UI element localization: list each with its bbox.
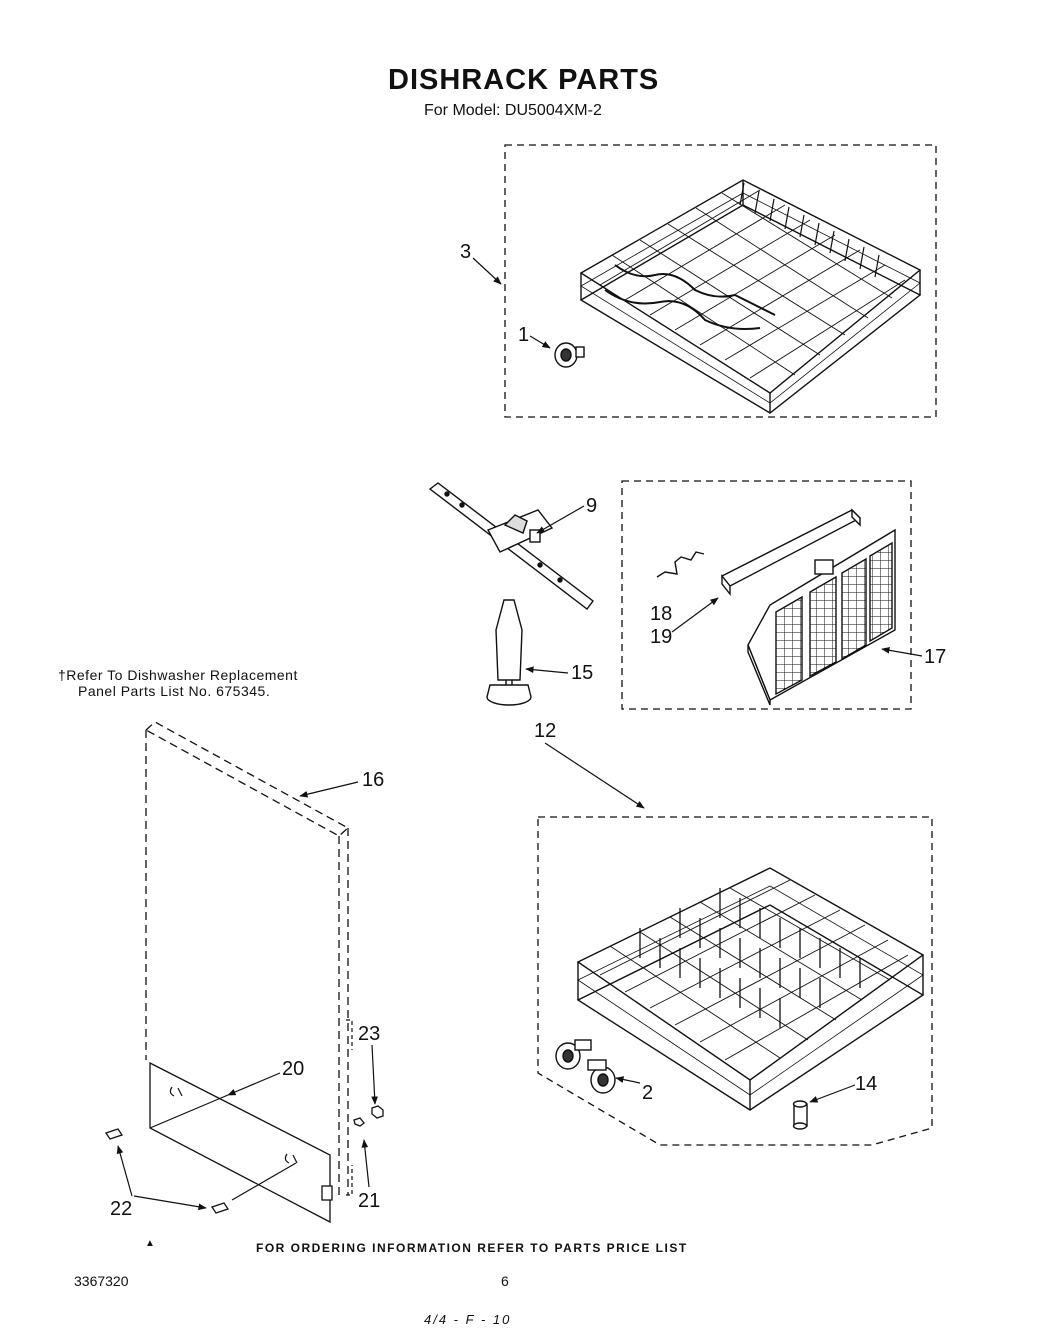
nut-part-23 [371, 1105, 384, 1119]
door-panel-group [104, 721, 384, 1224]
leader-15 [525, 666, 569, 674]
leader-14 [809, 1084, 856, 1103]
callout-14: 14 [855, 1073, 877, 1095]
callout-20: 20 [282, 1058, 304, 1080]
callout-17: 17 [924, 646, 946, 668]
lower-rack-box [537, 816, 933, 1146]
callout-21: 21 [358, 1190, 380, 1212]
callout-18: 18 [650, 603, 672, 625]
panel-note-line2: Panel Parts List No. 675345. [78, 683, 271, 699]
rack-wheel-part-1 [554, 342, 585, 368]
clip-part-18 [656, 551, 705, 578]
document-number: 3367320 [74, 1273, 129, 1289]
panel-note-line1: †Refer To Dishwasher Replacement [58, 667, 298, 683]
lower-rack [576, 867, 925, 1111]
rack-wheels-part-2 [555, 1039, 616, 1094]
handwritten-note: 4/4 - F - 10 [424, 1312, 512, 1327]
grille-part-17 [747, 528, 896, 706]
callout-9: 9 [586, 495, 597, 517]
ordering-footer: FOR ORDERING INFORMATION REFER TO PARTS … [256, 1241, 688, 1255]
callout-19: 19 [650, 626, 672, 648]
trim-strip-part-20 [149, 1061, 333, 1224]
page-title: DISHRACK PARTS [388, 64, 660, 96]
leader-9 [536, 505, 585, 534]
upper-rack [579, 179, 922, 414]
leader-23 [371, 1044, 378, 1105]
bracket-21-23 [346, 1019, 353, 1196]
callout-16: 16 [362, 769, 384, 791]
panel-note: †Refer To Dishwasher Replacement Panel P… [58, 667, 298, 699]
leader-1 [529, 335, 551, 349]
filter-box [621, 480, 912, 710]
leader-21 [361, 1139, 370, 1188]
filter-group [621, 480, 912, 710]
leader-20 [227, 1072, 281, 1096]
leader-3 [472, 257, 502, 285]
screws-part-22 [104, 1128, 230, 1214]
spray-arm-assembly [428, 482, 594, 706]
callout-15: 15 [571, 662, 593, 684]
leader-12 [544, 742, 645, 809]
callout-2: 2 [642, 1082, 653, 1104]
leader-18-19 [671, 597, 719, 633]
footer-marker: ▲ [145, 1238, 155, 1249]
model-subtitle: For Model: DU5004XM-2 [424, 102, 602, 119]
door-panel-part-16 [144, 721, 350, 1200]
leader-16 [299, 781, 359, 798]
clip-part-21 [353, 1117, 365, 1127]
leader-22b [133, 1195, 207, 1211]
spray-tower-part-15 [486, 599, 532, 706]
leader-20b [149, 1094, 229, 1129]
upper-rack-group [472, 144, 937, 418]
callout-3: 3 [460, 241, 471, 263]
lower-rack-group [537, 816, 933, 1146]
upper-rack-box [504, 144, 937, 418]
leader-22a [116, 1145, 133, 1197]
leader-17 [881, 646, 923, 657]
bar-part-19 [720, 508, 862, 596]
callout-23: 23 [358, 1023, 380, 1045]
callout-12: 12 [534, 720, 556, 742]
roller-part-14 [792, 1100, 808, 1130]
leader-20c [231, 1162, 297, 1201]
leader-2 [615, 1076, 641, 1084]
callout-1: 1 [518, 324, 529, 346]
callout-22: 22 [110, 1198, 132, 1220]
page-number: 6 [501, 1273, 509, 1289]
